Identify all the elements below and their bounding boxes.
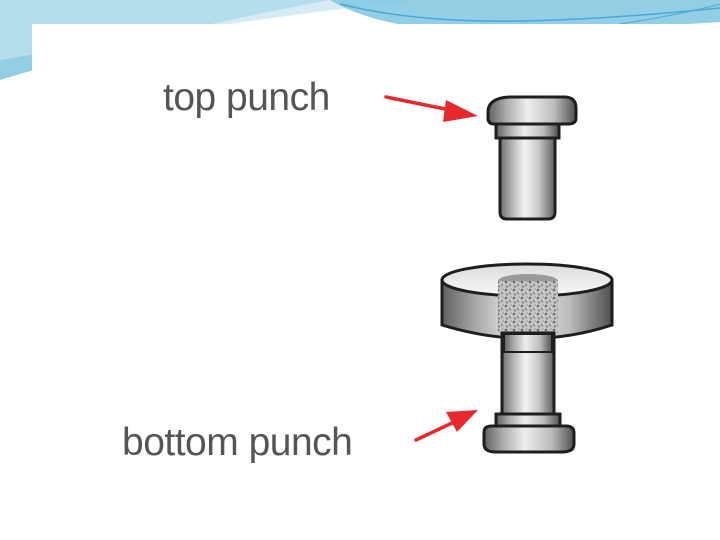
bottom-punch-label: bottom punch [122,421,353,464]
bottom-punch-head [482,424,576,454]
slide-theme-decoration [0,0,720,80]
bottom-punch-arrow [414,410,478,442]
theme-band-right [330,0,720,29]
top-punch-head [486,95,578,126]
die-powder-fill [498,281,558,333]
theme-swoosh-line-2 [619,3,720,25]
top-punch-arrow [384,95,478,122]
bottom-punch [482,331,576,454]
top-punch [486,95,578,221]
bottom-punch-collar [503,333,553,353]
theme-band-left-light [0,0,420,60]
top-punch-label: top punch [163,76,330,119]
top-punch-shank [498,136,557,221]
theme-swoosh-line [339,3,720,22]
die-assembly [440,262,614,340]
